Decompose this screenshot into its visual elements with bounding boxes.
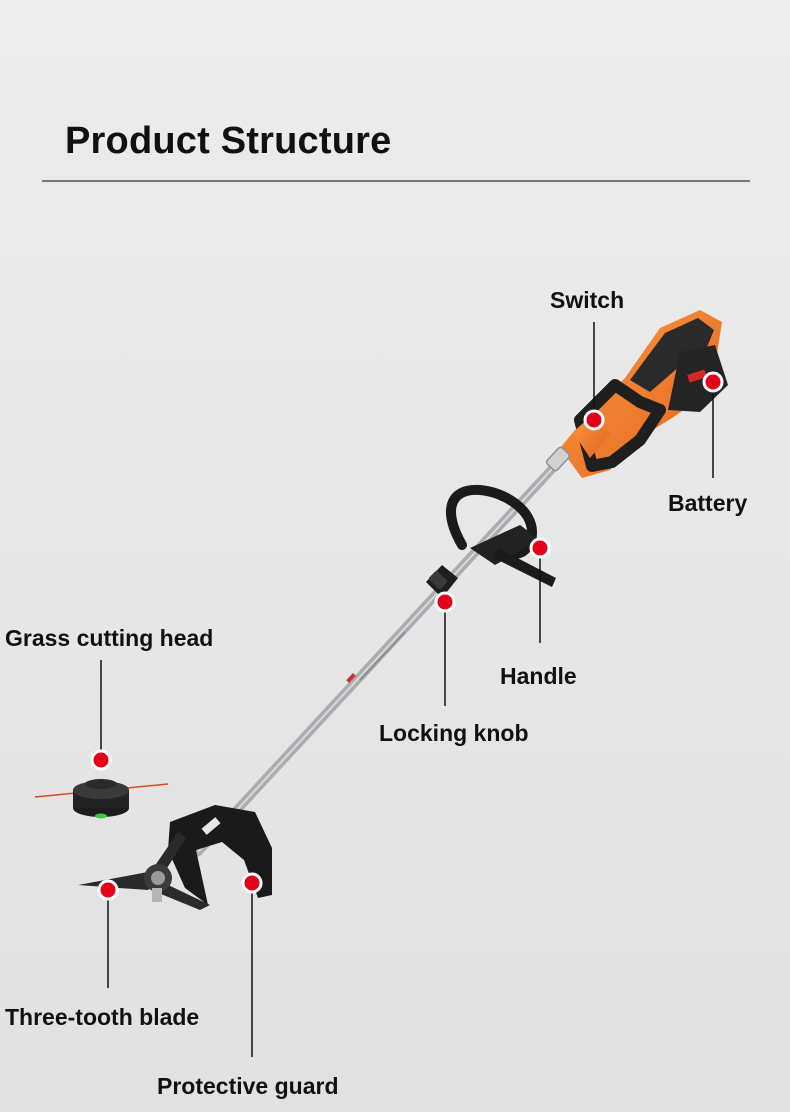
battery-marker <box>702 371 724 393</box>
grass-cutting-head <box>34 779 169 819</box>
switch-marker <box>583 409 605 431</box>
label-protective-guard: Protective guard <box>157 1073 339 1099</box>
protective-guard-marker <box>241 872 263 894</box>
label-locking-knob: Locking knob <box>379 720 529 746</box>
locking-knob <box>426 565 458 598</box>
label-switch: Switch <box>550 287 625 313</box>
page-title: Product Structure <box>65 120 392 162</box>
handle-marker <box>529 537 551 559</box>
locking-knob-marker <box>434 591 456 613</box>
three-tooth-blade <box>78 832 210 910</box>
trimmer-shaft <box>193 450 570 857</box>
motor-housing <box>545 310 728 478</box>
leader-lines <box>100 322 714 1057</box>
three-tooth-blade-marker <box>97 879 119 901</box>
label-three-tooth-blade: Three-tooth blade <box>5 1004 200 1030</box>
label-handle: Handle <box>500 663 577 689</box>
title-divider <box>42 180 750 182</box>
label-grass-cutting-head: Grass cutting head <box>5 625 214 651</box>
grass-cutting-head-marker <box>90 749 112 771</box>
label-battery: Battery <box>668 490 748 516</box>
protective-guard <box>168 805 272 905</box>
part-markers <box>90 371 724 901</box>
